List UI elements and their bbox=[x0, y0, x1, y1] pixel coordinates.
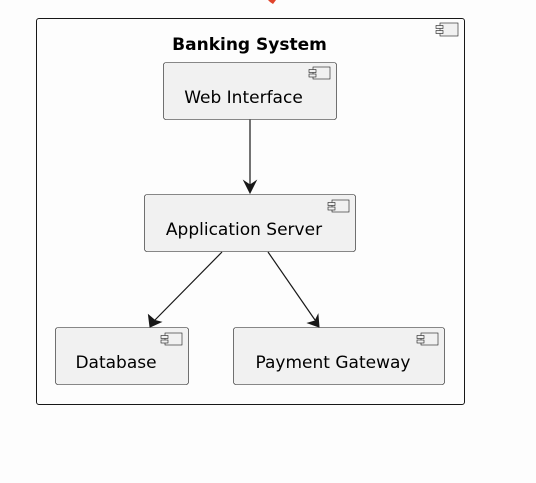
component-icon bbox=[435, 22, 459, 37]
package-frame bbox=[36, 18, 465, 405]
component-application-server[interactable]: Application Server bbox=[144, 194, 356, 252]
component-label: Payment Gateway bbox=[256, 353, 411, 373]
component-icon bbox=[308, 66, 331, 80]
component-payment-gateway[interactable]: Payment Gateway bbox=[233, 327, 445, 385]
component-label: Database bbox=[75, 353, 156, 373]
package-title: Banking System bbox=[172, 35, 327, 55]
component-label: Application Server bbox=[166, 220, 322, 240]
arrowhead-icon bbox=[306, 313, 320, 328]
component-icon bbox=[160, 332, 183, 346]
arrowhead-icon bbox=[242, 179, 258, 195]
relation-app-to-payment bbox=[267, 251, 320, 328]
relation-web-to-app bbox=[242, 119, 258, 195]
component-icon bbox=[327, 199, 350, 213]
arrowhead-icon bbox=[147, 313, 163, 328]
clipped-marker-icon bbox=[268, 0, 276, 4]
component-web-interface[interactable]: Web Interface bbox=[163, 62, 337, 120]
component-icon bbox=[416, 332, 439, 346]
component-label: Web Interface bbox=[184, 88, 303, 108]
relation-app-to-database bbox=[147, 251, 223, 328]
package-banking-system[interactable]: Banking System bbox=[36, 18, 465, 405]
component-database[interactable]: Database bbox=[55, 327, 189, 385]
